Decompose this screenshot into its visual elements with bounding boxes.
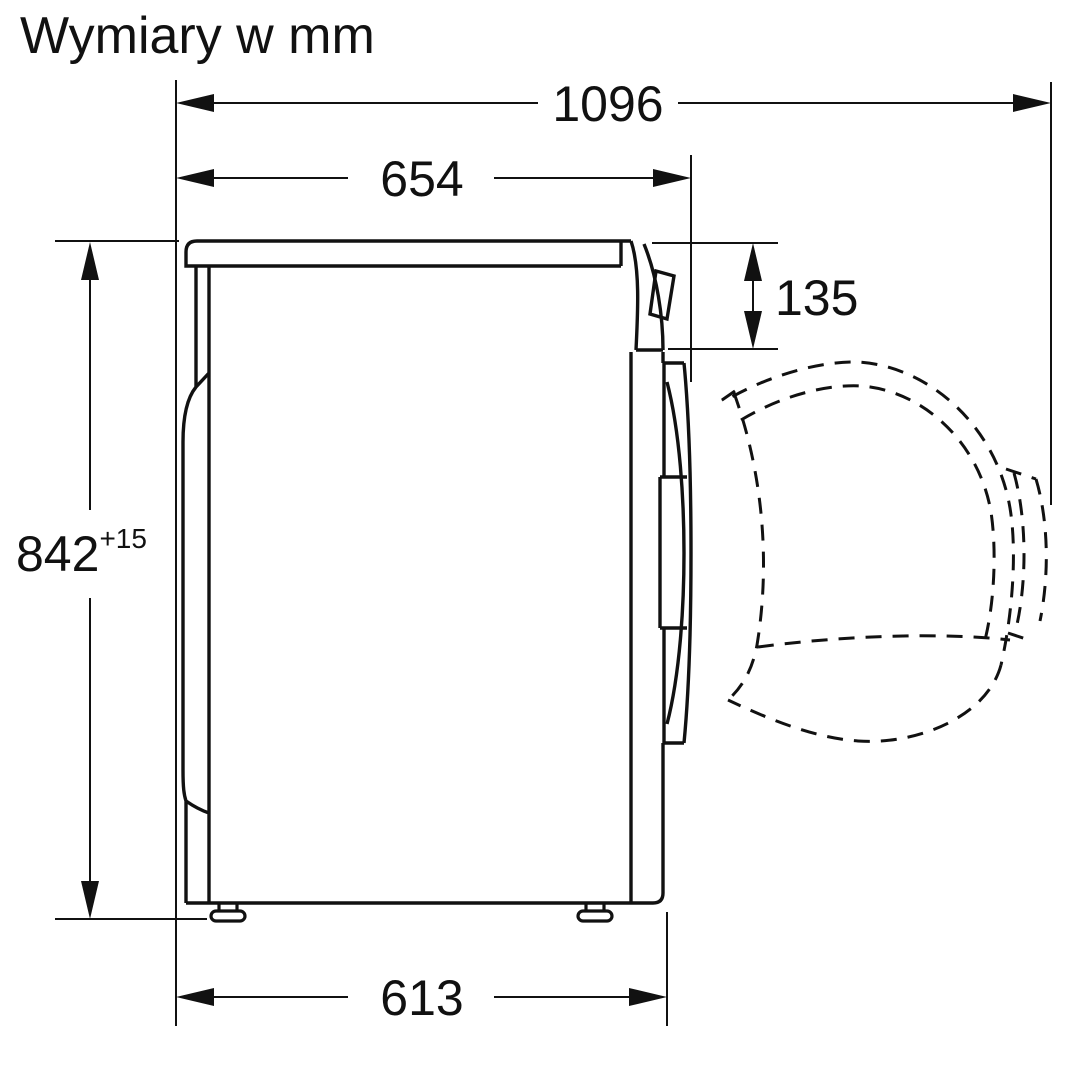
rear-foot-base bbox=[576, 909, 614, 923]
machine-door-closed bbox=[658, 361, 693, 745]
dimension-label-height-842: 842+15 bbox=[16, 525, 147, 582]
dimension-arrows bbox=[81, 94, 1051, 1006]
height-tolerance: +15 bbox=[99, 523, 147, 554]
door-swing-outer-bottom-arc bbox=[727, 664, 1003, 743]
body-right-edge bbox=[186, 352, 665, 905]
arrow-842-up bbox=[81, 242, 99, 280]
body-left-edge bbox=[181, 266, 211, 903]
door-glass-curve bbox=[665, 381, 686, 725]
dimension-lines bbox=[89, 102, 1013, 998]
arrow-1096-left bbox=[176, 94, 214, 112]
height-value: 842 bbox=[16, 526, 100, 582]
dimension-label-body-depth-613: 613 bbox=[352, 973, 492, 1023]
arrow-135-down bbox=[744, 311, 762, 349]
arrow-613-right bbox=[629, 988, 667, 1006]
door-open-edge-crescent bbox=[1005, 467, 1048, 641]
door-swing-outer-top-arc bbox=[721, 360, 1015, 666]
machine-body bbox=[181, 239, 676, 905]
worktop-plate bbox=[184, 239, 631, 268]
dimension-label-offset-135: 135 bbox=[775, 270, 859, 326]
door-frame bbox=[658, 361, 687, 745]
dimension-label-depth-654: 654 bbox=[352, 154, 492, 204]
front-foot-base bbox=[209, 909, 247, 923]
control-panel-slope bbox=[629, 240, 665, 352]
extension-lines bbox=[55, 80, 1052, 1026]
control-panel-button bbox=[648, 268, 676, 322]
arrow-654-right bbox=[653, 169, 691, 187]
page-title: Wymiary w mm bbox=[20, 7, 375, 65]
arrow-1096-right bbox=[1013, 94, 1051, 112]
arrow-613-left bbox=[176, 988, 214, 1006]
dimension-label-total-depth-1096: 1096 bbox=[540, 79, 676, 129]
door-swing-inner-arc bbox=[740, 384, 996, 641]
machine-feet bbox=[209, 903, 614, 923]
door-open-swing-dashed bbox=[721, 360, 1048, 743]
arrow-654-left bbox=[176, 169, 214, 187]
arrow-135-up bbox=[744, 243, 762, 281]
door-outer-curve bbox=[682, 362, 693, 744]
door-swing-left-edge bbox=[726, 392, 765, 702]
door-swing-chord bbox=[757, 634, 1011, 649]
arrow-842-down bbox=[81, 881, 99, 919]
